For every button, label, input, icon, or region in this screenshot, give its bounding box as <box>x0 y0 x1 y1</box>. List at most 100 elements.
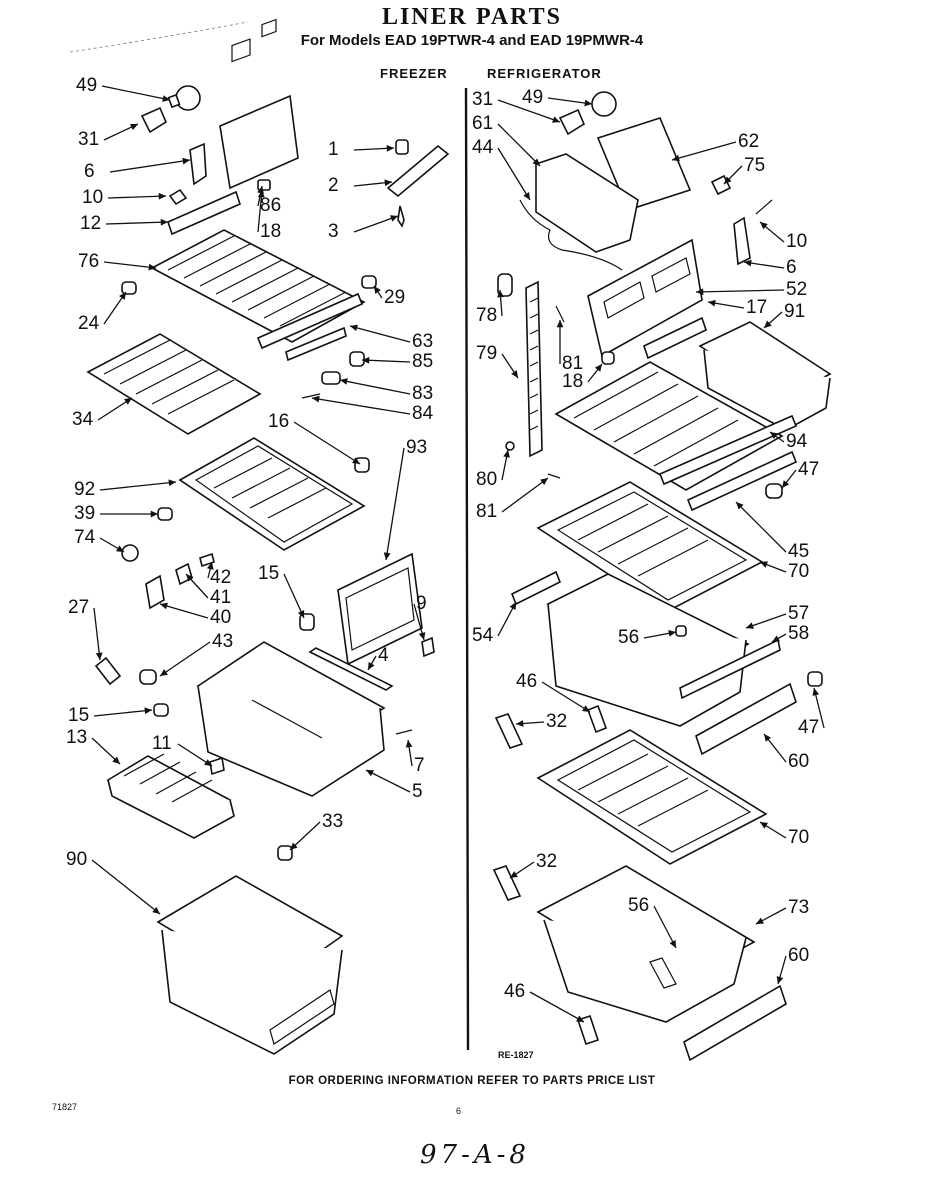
callout-c40: 40 <box>210 607 232 628</box>
callout-c7: 7 <box>414 755 425 776</box>
arrowhead-c40 <box>160 602 168 610</box>
callout-c84: 84 <box>412 403 434 424</box>
leader-c43 <box>159 641 211 677</box>
arrowhead-c75 <box>724 176 732 184</box>
callout-c2: 2 <box>328 175 339 196</box>
leader-c44 <box>497 147 531 201</box>
freezer-door-panel-part <box>337 552 423 666</box>
section-divider <box>464 87 470 1051</box>
arrowhead-c6b <box>744 259 752 267</box>
callout-c31b: 31 <box>472 89 494 110</box>
arrowhead-c81b <box>540 478 548 486</box>
callout-c76: 76 <box>78 251 100 272</box>
callout-c63: 63 <box>412 331 434 352</box>
freezer-wire-shelf-lower <box>86 333 262 435</box>
arrowhead-c54 <box>509 602 516 610</box>
callout-c60a: 60 <box>788 751 810 772</box>
storage-bin-part <box>156 875 344 1055</box>
arrowhead-c29 <box>374 286 381 294</box>
arrowhead-c47a <box>782 480 790 488</box>
leader-c12 <box>105 221 169 225</box>
leader-c45 <box>735 501 787 553</box>
callout-c43: 43 <box>212 631 234 652</box>
callout-c85: 85 <box>412 351 434 372</box>
arrowhead-c5 <box>366 770 374 777</box>
page-number: 6 <box>456 1106 462 1116</box>
control-housing-part <box>519 153 639 271</box>
shelf-bracket-parts <box>121 275 377 362</box>
arrowhead-c63 <box>350 324 358 332</box>
callout-c32a: 32 <box>546 711 568 732</box>
diagram-subtitle: For Models EAD 19PTWR-4 and EAD 19PMWR-4 <box>300 32 644 49</box>
callout-c42: 42 <box>210 567 232 588</box>
arrowhead-c60a <box>764 734 772 742</box>
leader-c6a <box>109 159 191 173</box>
crisper-drawer-lower-part <box>492 865 756 1023</box>
leader-c46b <box>529 991 585 1023</box>
callout-c3: 3 <box>328 221 339 242</box>
shelf-support-parts <box>386 139 450 228</box>
callout-c41: 41 <box>210 587 232 608</box>
callout-c83: 83 <box>412 383 434 404</box>
arrowhead-c10a <box>158 192 166 200</box>
callout-c80: 80 <box>476 469 498 490</box>
arrowhead-c15b <box>144 707 152 715</box>
callout-c75: 75 <box>744 155 766 176</box>
arrowhead-c10b <box>760 222 768 230</box>
arrowhead-c32a <box>516 720 524 727</box>
arrowhead-c92 <box>168 479 176 487</box>
arrowhead-c41 <box>186 574 194 582</box>
leader-c49b <box>547 97 593 105</box>
arrowhead-c33 <box>290 842 298 850</box>
callout-c54: 54 <box>472 625 494 646</box>
arrowhead-c94 <box>770 432 778 439</box>
callout-c90: 90 <box>66 849 88 870</box>
callout-c39: 39 <box>74 503 96 524</box>
callout-c24: 24 <box>78 313 100 334</box>
diagram-title: LINER PARTS <box>381 4 563 30</box>
arrowhead-c85 <box>362 356 370 364</box>
callout-c4: 4 <box>378 645 389 666</box>
callout-c91: 91 <box>784 301 806 322</box>
callout-c11: 11 <box>152 733 172 754</box>
callout-c31a: 31 <box>78 129 100 150</box>
light-shield-part <box>596 117 692 211</box>
callout-c33: 33 <box>322 811 344 832</box>
leader-c46a <box>541 681 591 713</box>
callout-c6b: 6 <box>786 257 797 278</box>
arrowhead-c60b <box>776 976 784 984</box>
callout-c29: 29 <box>384 287 406 308</box>
leader-c15b <box>93 709 153 717</box>
leader-c40 <box>159 603 209 619</box>
bracket-part <box>189 142 207 186</box>
callout-c56a: 56 <box>618 627 640 648</box>
freezer-wire-shelf-upper <box>150 229 366 350</box>
leader-c5 <box>365 769 411 793</box>
arrowhead-c79 <box>511 370 518 378</box>
callout-c27: 27 <box>68 597 90 618</box>
leader-c3 <box>353 215 399 233</box>
arrowhead-c62 <box>672 154 680 162</box>
crisper-drawer-upper-part <box>510 570 781 727</box>
arrowhead-c12 <box>160 218 168 226</box>
freezer-control-housing-part <box>219 18 299 190</box>
arrowhead-c57 <box>746 622 754 629</box>
arrowhead-c44 <box>523 192 530 200</box>
clip-part <box>168 188 188 206</box>
callout-c6a: 6 <box>84 161 95 182</box>
callout-c9: 9 <box>416 593 427 614</box>
arrowhead-c18b <box>594 364 602 372</box>
leader-c10a <box>107 195 167 199</box>
callout-c60b: 60 <box>788 945 810 966</box>
arrowhead-c7 <box>405 740 413 748</box>
arrowhead-c91 <box>764 320 772 328</box>
arrowhead-c2 <box>384 179 392 187</box>
callout-c70b: 70 <box>788 827 810 848</box>
arrowhead-c70b <box>760 822 768 829</box>
callout-c93: 93 <box>406 437 428 458</box>
arrowhead-c52 <box>696 288 704 296</box>
leader-c61 <box>497 123 541 167</box>
code-label: 71827 <box>52 1102 78 1112</box>
arrowhead-c3 <box>390 215 398 222</box>
